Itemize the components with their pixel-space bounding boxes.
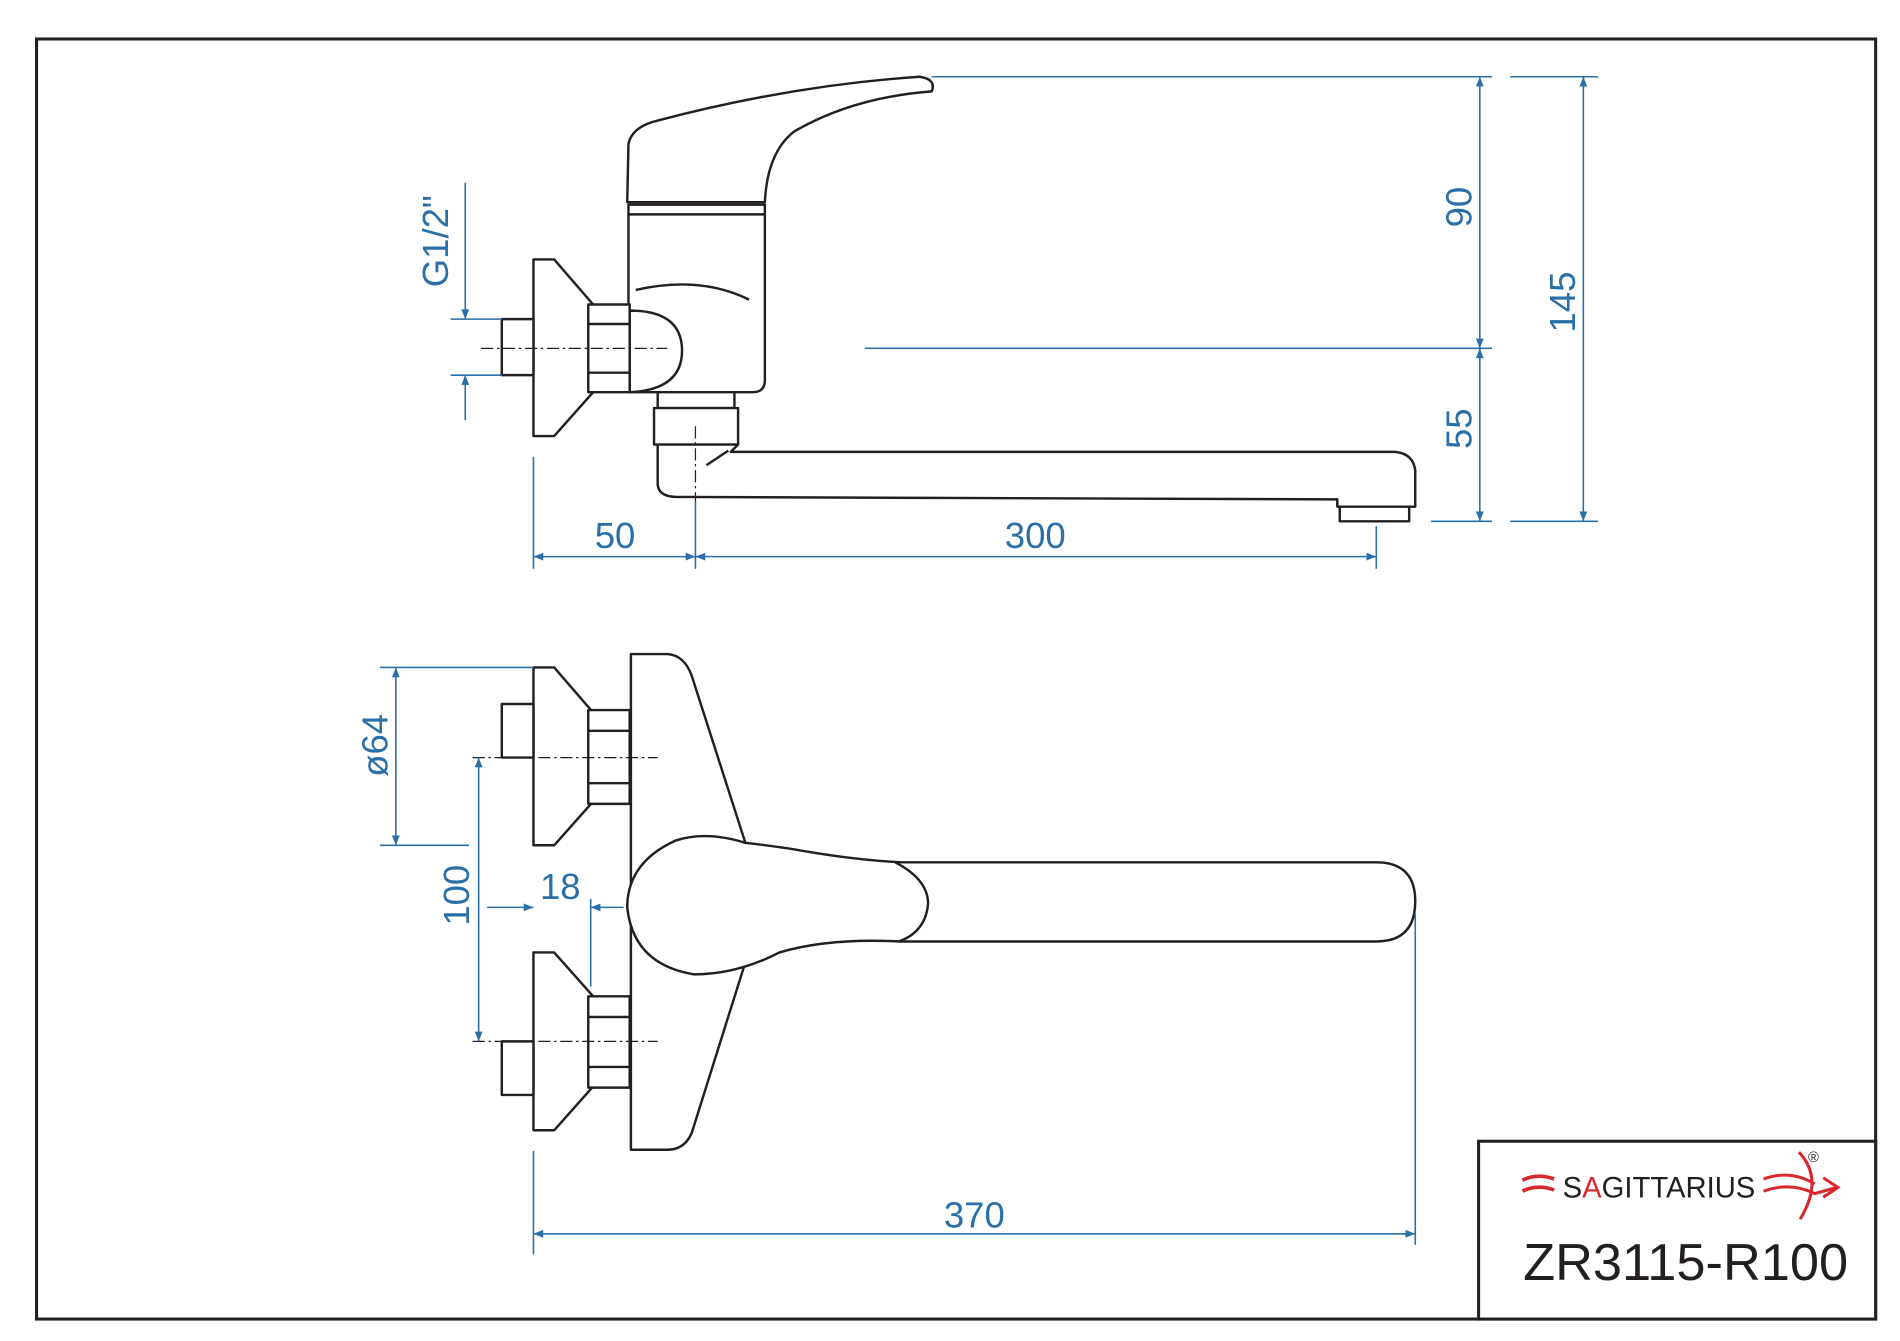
wave-icon — [1521, 1174, 1555, 1193]
svg-text:SAGITTARIUS: SAGITTARIUS — [1563, 1172, 1756, 1204]
model-number: ZR3115-R100 — [1523, 1234, 1848, 1292]
lever-handle — [626, 75, 935, 204]
lower-nut — [587, 995, 631, 1089]
dim-100: 100 — [436, 865, 477, 926]
brand-logo: SAGITTARIUS ® — [1521, 1150, 1841, 1220]
dim-50: 50 — [595, 515, 636, 556]
dim-55: 55 — [1438, 408, 1479, 449]
dim-90: 90 — [1438, 187, 1479, 228]
inlet-pipe — [500, 317, 535, 377]
connection-dome — [628, 309, 684, 394]
dim-diameter: ø64 — [354, 714, 395, 777]
dim-18: 18 — [540, 866, 581, 907]
aerator — [1338, 505, 1411, 523]
arrow-bow-icon — [1763, 1151, 1841, 1220]
dim-300: 300 — [1005, 515, 1066, 556]
front-view — [472, 652, 1417, 1151]
front-dimensions: ø64 100 18 370 — [354, 666, 1417, 1255]
title-block: SAGITTARIUS ® ZR3115-R100 — [1477, 1139, 1878, 1321]
dim-370: 370 — [944, 1195, 1005, 1236]
registered-mark: ® — [1808, 1150, 1819, 1166]
lever-and-spout — [626, 834, 1417, 976]
drawing-frame — [35, 37, 1878, 1321]
dim-thread: G1/2" — [415, 195, 456, 287]
dim-145: 145 — [1542, 272, 1583, 333]
upper-flange — [532, 666, 595, 847]
swivel-collar — [656, 390, 736, 410]
side-view — [481, 75, 1417, 523]
side-dimensions: G1/2" 90 55 145 50 300 — [415, 75, 1598, 569]
spout — [656, 443, 1417, 508]
